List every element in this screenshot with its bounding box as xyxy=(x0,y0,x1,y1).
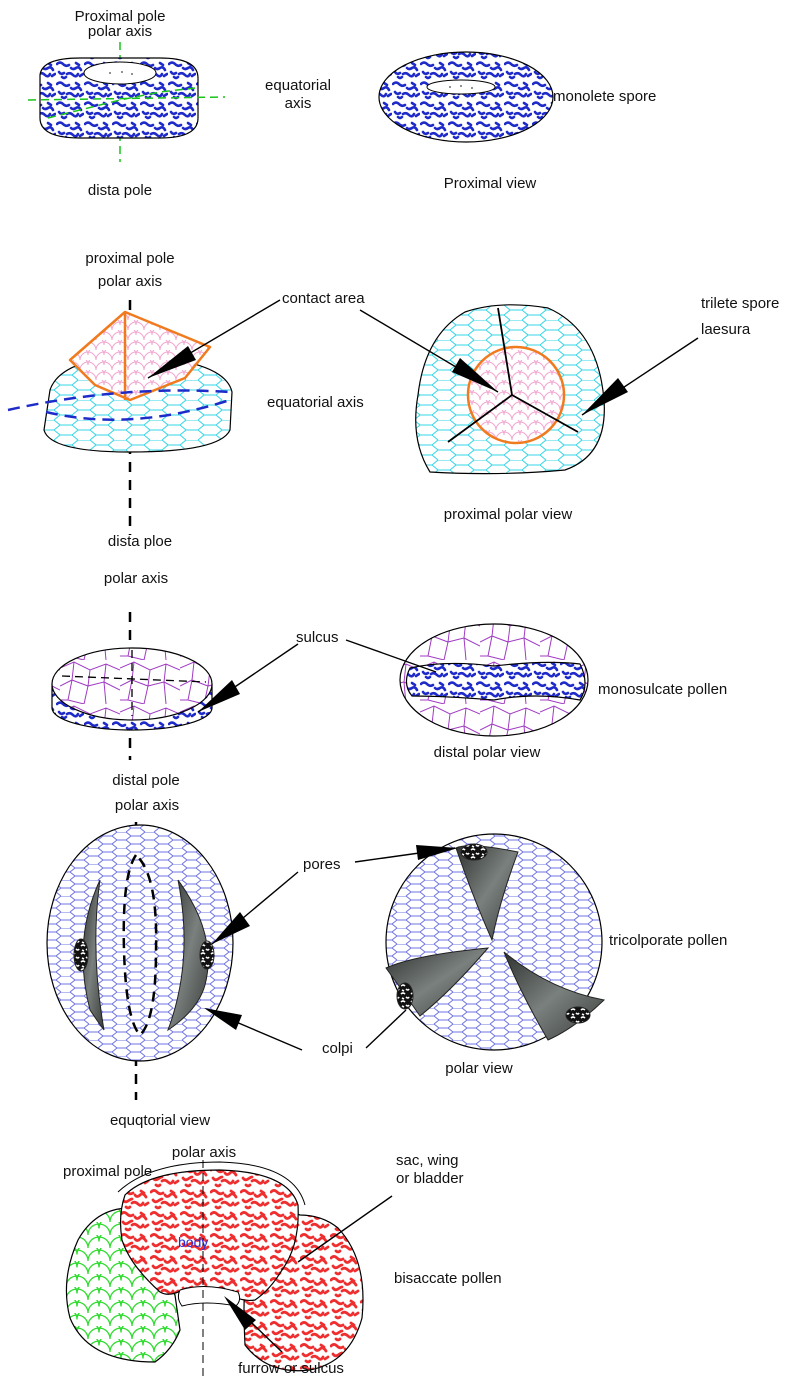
monosulcate-polar-view xyxy=(400,624,588,736)
label-pores: pores xyxy=(303,856,341,874)
label-proximal-view: Proximal view xyxy=(444,175,537,193)
label-monosulcate-pollen: monosulcate pollen xyxy=(598,681,727,699)
label-laesura: laesura xyxy=(701,321,750,339)
tricolporate-polar-view xyxy=(386,834,604,1050)
label-monolete-spore: monolete spore xyxy=(553,88,656,106)
label-body: body xyxy=(178,1233,208,1251)
label-equqtorial-view: equqtorial view xyxy=(110,1112,210,1130)
label-furrow-or-sulcus: furrow or sulcus xyxy=(238,1360,344,1378)
label-colpi: colpi xyxy=(322,1040,353,1058)
label-bisaccate-pollen: bisaccate pollen xyxy=(394,1270,502,1288)
label-dista-pole: dista pole xyxy=(88,182,152,200)
monosulcate-side-view xyxy=(52,612,212,760)
trilete-spore-side-view xyxy=(8,300,232,535)
label-polar-axis: polar axis xyxy=(104,570,168,588)
label-tricolporate-pollen: tricolporate pollen xyxy=(609,932,727,950)
label-polar-axis: polar axis xyxy=(88,23,152,41)
monolete-spore-proximal-view xyxy=(379,52,553,142)
tricolporate-equatorial-view xyxy=(47,822,233,1100)
label-proximal-polar-view: proximal polar view xyxy=(444,506,572,524)
label-equatorial-axis: equatorial axis xyxy=(267,394,364,412)
label-distal-pole: distal pole xyxy=(112,772,180,790)
label-contact-area: contact area xyxy=(282,290,365,308)
label-sac-wing-bladder: sac, wing or bladder xyxy=(396,1152,464,1188)
label-proximal-pole: proximal pole xyxy=(63,1163,152,1181)
label-distal-polar-view: distal polar view xyxy=(434,744,541,762)
label-equatorial-axis: equatorial axis xyxy=(265,77,331,113)
label-trilete-spore: trilete spore xyxy=(701,295,779,313)
bisaccate-pollen xyxy=(66,1160,363,1380)
label-sulcus: sulcus xyxy=(296,629,339,647)
label-proximal-pole: proximal pole xyxy=(85,250,174,268)
label-polar-view: polar view xyxy=(445,1060,513,1078)
label-dista-ploe: dista ploe xyxy=(108,533,172,551)
label-polar-axis: polar axis xyxy=(98,273,162,291)
monolete-spore-side-view xyxy=(28,42,225,162)
trilete-spore-polar-view xyxy=(416,305,605,474)
label-polar-axis: polar axis xyxy=(172,1144,236,1162)
label-polar-axis: polar axis xyxy=(115,797,179,815)
